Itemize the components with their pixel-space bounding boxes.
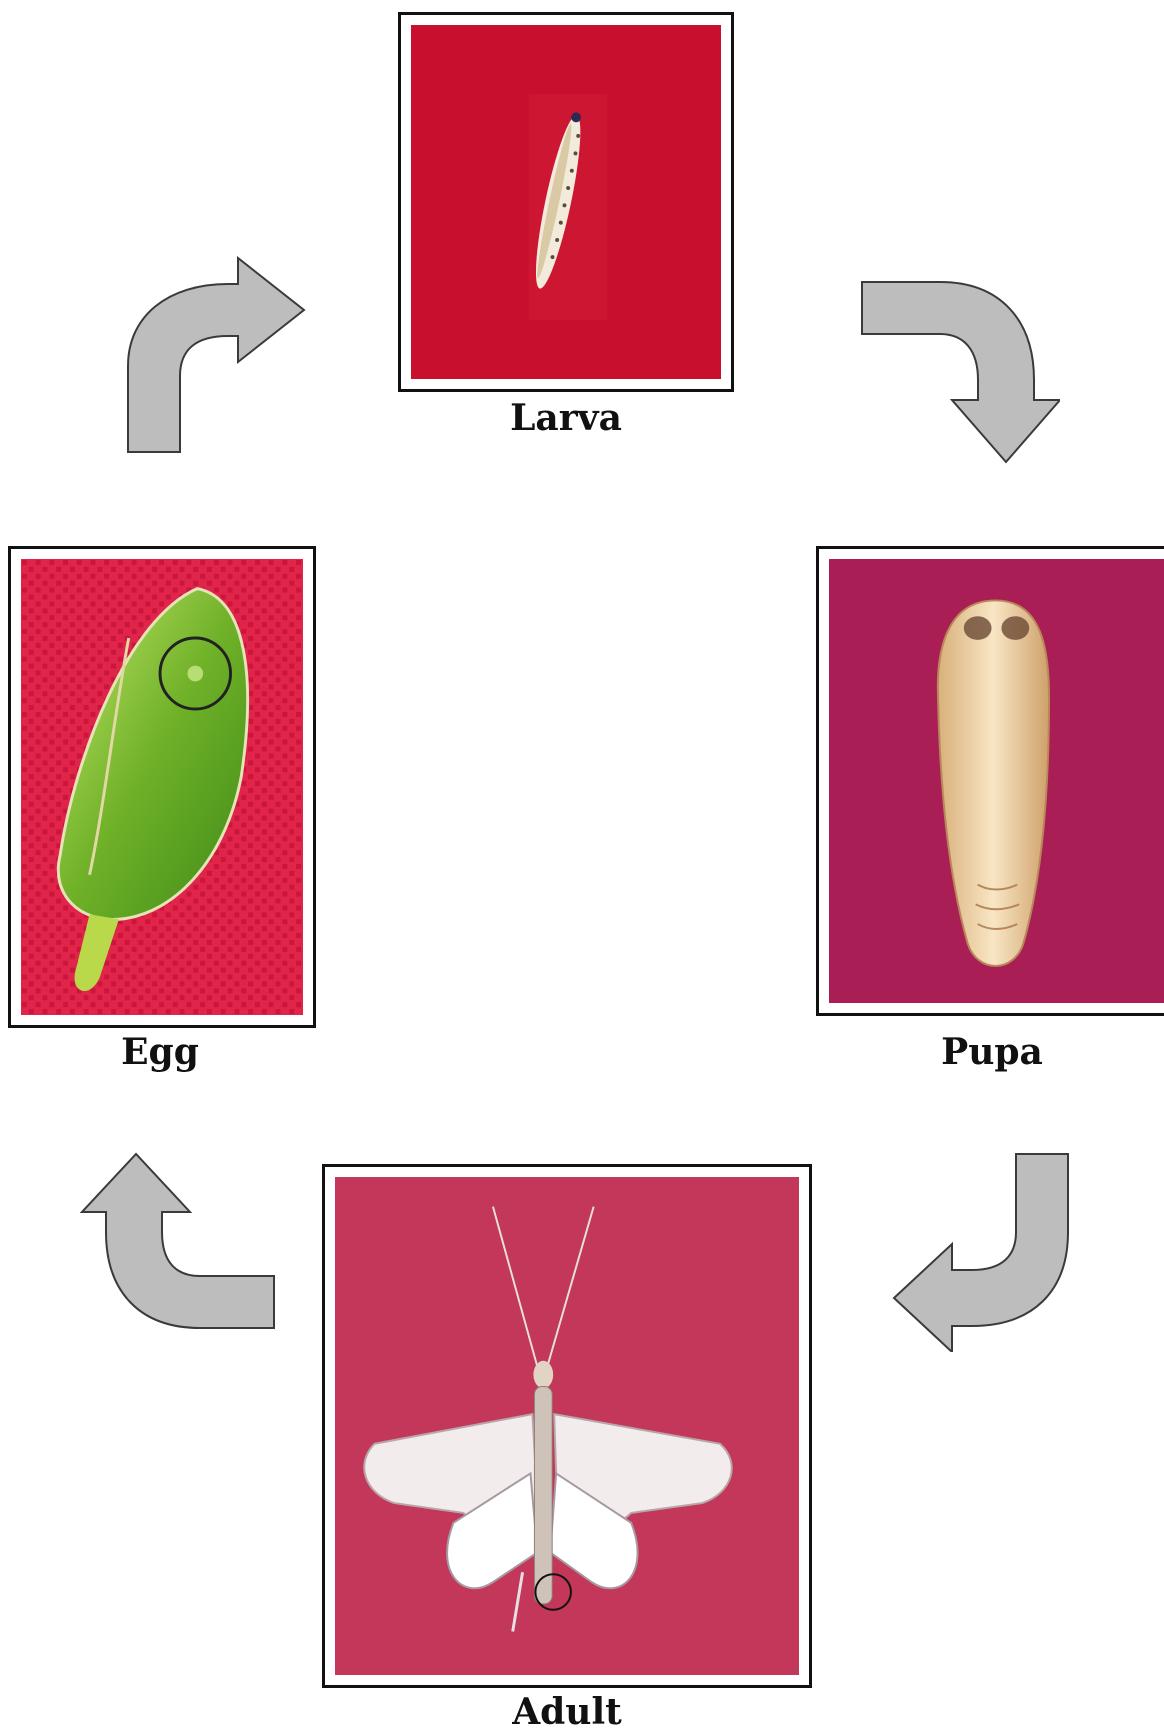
arrow-pupa-to-adult-icon [892,1152,1072,1352]
larva-photo [411,25,721,379]
arrow-adult-to-egg-icon [80,1152,280,1332]
larva-photo-frame [398,12,734,392]
arrow-egg-to-larva-icon [118,256,318,456]
adult-photo [335,1177,799,1675]
adult-label: Adult [417,1692,717,1732]
egg-photo-frame [8,546,316,1028]
arrow-larva-to-pupa-icon [860,280,1060,470]
egg-photo [21,559,303,1015]
pupa-photo-frame [816,546,1164,1016]
adult-photo-frame [322,1164,812,1688]
larva-label: Larva [416,398,716,438]
pupa-label: Pupa [842,1032,1142,1072]
egg-label: Egg [10,1032,310,1072]
pupa-photo [829,559,1164,1003]
